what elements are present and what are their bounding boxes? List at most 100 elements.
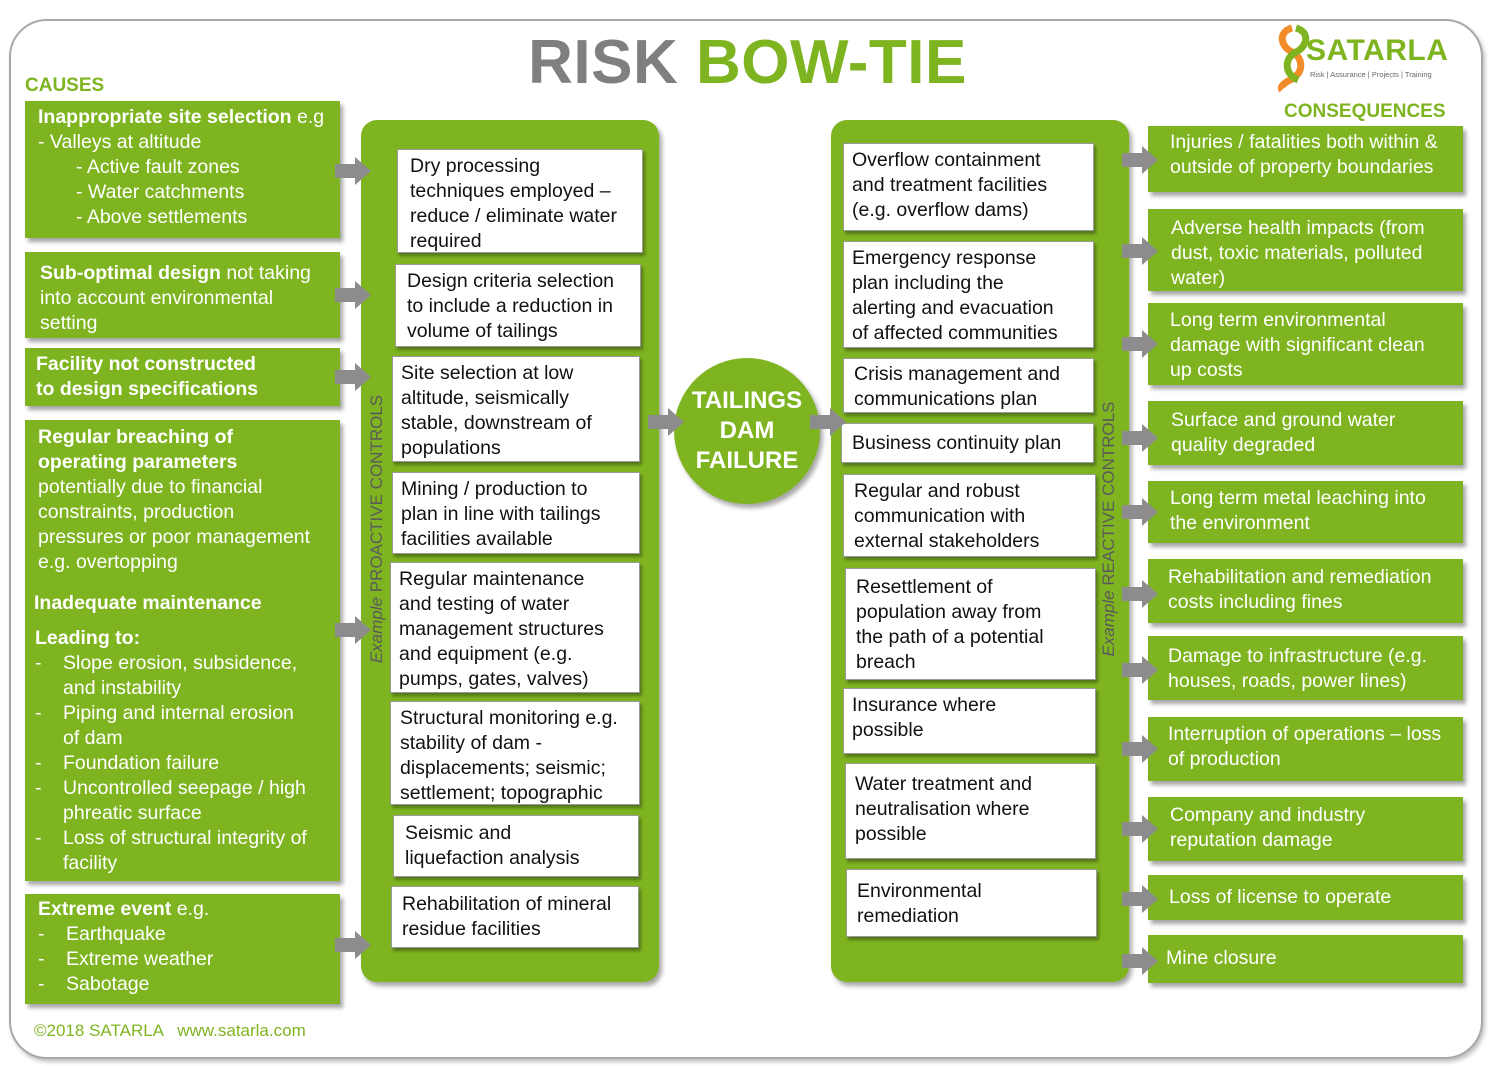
cause-title: Sub-optimal design xyxy=(40,262,221,284)
control-line: to include a reduction in xyxy=(407,295,613,317)
consequence-line: outside of property boundaries xyxy=(1170,156,1434,178)
arrow-right-icon xyxy=(1122,885,1158,913)
cause-box-design: Sub-optimal design not taking into accou… xyxy=(25,252,340,338)
consequence-line: costs including fines xyxy=(1168,591,1343,613)
control-line: Seismic and xyxy=(405,822,512,844)
cause-line: Sabotage xyxy=(66,973,150,995)
control-line: populations xyxy=(401,437,501,459)
cause-line: - Above settlements xyxy=(76,206,248,228)
cause-box-operations: Regular breaching of operating parameter… xyxy=(25,420,340,881)
cause-title: Inadequate maintenance xyxy=(34,592,262,614)
cause-title: Regular breaching of xyxy=(38,426,234,448)
bullet-dash: - xyxy=(35,777,42,799)
consequence-line: water) xyxy=(1171,267,1226,289)
cause-box-construction: Facility not constructed to design speci… xyxy=(25,348,340,406)
cause-line: phreatic surface xyxy=(63,802,202,824)
control-line: volume of tailings xyxy=(407,320,558,342)
cause-line: - Active fault zones xyxy=(76,156,240,178)
reactive-control-environmental-remediation: Environmental remediation xyxy=(846,869,1097,937)
control-line: remediation xyxy=(857,905,959,927)
cause-line: facility xyxy=(63,852,118,874)
arrow-right-icon xyxy=(1122,237,1158,265)
cause-line: e.g. overtopping xyxy=(38,551,178,573)
consequence-line: Rehabilitation and remediation xyxy=(1168,566,1432,588)
consequence-line: Long term metal leaching into xyxy=(1170,487,1426,509)
control-line: displacements; seismic; xyxy=(400,757,606,779)
control-line: liquefaction analysis xyxy=(405,847,580,869)
cause-line: into account environmental xyxy=(40,287,274,309)
control-line: altitude, seismically xyxy=(401,387,569,409)
control-line: Water treatment and xyxy=(855,773,1033,795)
page-title: RISK BOW-TIE xyxy=(0,28,1495,98)
consequence-line: Loss of license to operate xyxy=(1169,886,1392,908)
bullet-dash: - xyxy=(35,702,42,724)
control-line: Crisis management and xyxy=(854,363,1060,385)
control-line: Resettlement of xyxy=(856,576,993,598)
consequence-line: Surface and ground water xyxy=(1171,409,1396,431)
consequence-line: the environment xyxy=(1170,512,1310,534)
arrow-right-icon xyxy=(335,157,371,185)
control-line: Mining / production to xyxy=(401,478,588,500)
control-line: Design criteria selection xyxy=(407,270,615,292)
control-line: neutralisation where xyxy=(855,798,1030,820)
top-event-line: FAILURE xyxy=(695,447,799,474)
control-line: Regular maintenance xyxy=(399,568,585,590)
label-text: PROACTIVE CONTROLS xyxy=(367,394,386,593)
bullet-dash: - xyxy=(38,948,45,970)
consequence-line: houses, roads, power lines) xyxy=(1168,670,1407,692)
cause-line: Slope erosion, subsidence, xyxy=(63,652,298,674)
cause-box-site-selection: Inappropriate site selection e.g - Valle… xyxy=(25,101,340,238)
control-line: external stakeholders xyxy=(854,530,1040,552)
cause-text: e.g. xyxy=(171,898,210,920)
control-line: Environmental xyxy=(857,880,982,902)
consequence-line: Injuries / fatalities both within & xyxy=(1170,131,1438,153)
control-line: alerting and evacuation xyxy=(852,297,1054,319)
arrow-right-icon xyxy=(1122,815,1158,843)
consequence-line: Mine closure xyxy=(1166,947,1277,969)
control-line: Emergency response xyxy=(852,247,1037,269)
cause-line: potentially due to financial xyxy=(38,476,263,498)
proactive-control-structural-monitoring: Structural monitoring e.g. stability of d… xyxy=(390,701,640,805)
cause-line: Earthquake xyxy=(66,923,166,945)
control-line: and testing of water xyxy=(399,593,570,615)
control-line: and equipment (e.g. xyxy=(399,643,573,665)
control-line: breach xyxy=(856,651,916,673)
control-line: stability of dam - xyxy=(400,732,542,754)
consequence-injuries: Injuries / fatalities both within & outsi… xyxy=(1148,126,1463,192)
cause-line: of dam xyxy=(63,727,123,749)
arrow-right-icon xyxy=(335,616,371,644)
control-line: population away from xyxy=(856,601,1042,623)
control-line: Dry processing xyxy=(410,155,541,177)
cause-line: Piping and internal erosion xyxy=(63,702,294,724)
arrow-right-icon xyxy=(1122,424,1158,452)
top-event-line: DAM xyxy=(719,417,775,444)
cause-line: Facility not constructed xyxy=(36,353,256,375)
reactive-controls-label: Example REACTIVE CONTROLS xyxy=(1099,399,1121,659)
cause-line: constraints, production xyxy=(38,501,235,523)
consequence-line: Adverse health impacts (from xyxy=(1171,217,1425,239)
control-line: facilities available xyxy=(401,528,553,550)
control-line: and treatment facilities xyxy=(852,174,1048,196)
cause-line: setting xyxy=(40,312,98,334)
title-bow-tie: BOW-TIE xyxy=(696,28,967,97)
arrow-right-icon xyxy=(1122,146,1158,174)
control-line: Insurance where xyxy=(852,694,997,716)
control-line: possible xyxy=(855,823,927,845)
control-line: Site selection at low xyxy=(401,362,574,384)
control-line: Structural monitoring e.g. xyxy=(400,707,618,729)
causes-header: CAUSES xyxy=(25,75,105,96)
cause-line: to design specifications xyxy=(36,378,259,400)
cause-title: Leading to: xyxy=(35,627,141,649)
consequence-line: Long term environmental xyxy=(1170,309,1386,331)
